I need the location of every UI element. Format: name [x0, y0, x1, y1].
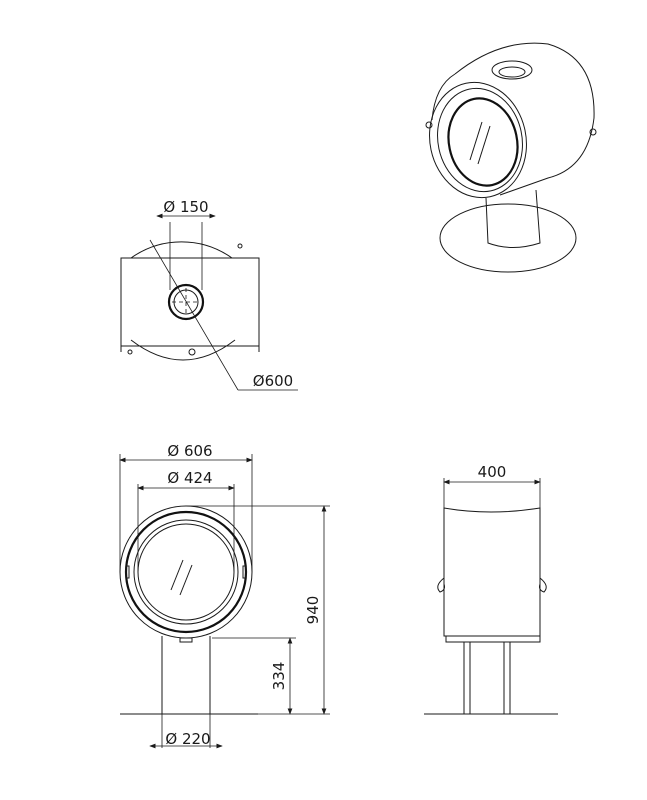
- top-view: [120, 213, 298, 391]
- front-view: [119, 454, 330, 749]
- dim-flue-height: 334: [270, 662, 288, 691]
- dimension-labels: Ø 150 Ø600 Ø 606 Ø 424 940 334 Ø 220 400: [163, 198, 506, 748]
- isometric-view: [425, 42, 597, 273]
- dim-outer-diameter: Ø 606: [167, 442, 212, 460]
- dim-flue-diameter: Ø 150: [163, 198, 208, 216]
- dim-base-diameter: Ø 220: [165, 730, 210, 748]
- dim-total-height: 940: [304, 596, 322, 625]
- dim-body-diameter-top: Ø600: [253, 372, 293, 390]
- dim-door-diameter: Ø 424: [167, 469, 212, 487]
- dim-depth: 400: [478, 463, 507, 481]
- side-view: [424, 478, 558, 715]
